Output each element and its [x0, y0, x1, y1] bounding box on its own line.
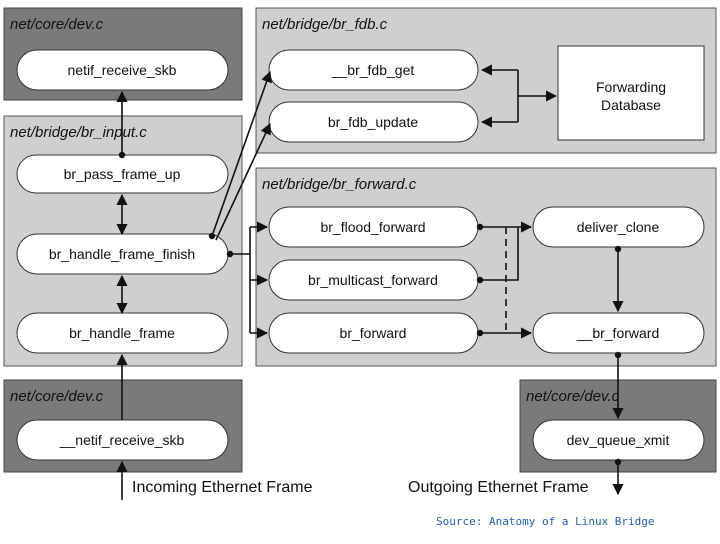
- node-br-handle-frame-finish: br_handle_frame_finish: [16, 233, 229, 275]
- container-title-br-input: net/bridge/br_input.c: [10, 124, 147, 141]
- node-label-br-pass-frame-up: br_pass_frame_up: [64, 166, 181, 182]
- node-label-br-fdb-get: __br_fdb_get: [331, 62, 415, 78]
- node-label-dev-queue-xmit: dev_queue_xmit: [567, 432, 670, 448]
- container-title-br-forward: net/bridge/br_forward.c: [262, 176, 417, 193]
- node-br-forward: br_forward: [268, 312, 479, 354]
- node-label-br-forward-internal: __br_forward: [576, 325, 660, 341]
- container-title-core-dev-bottom-right: net/core/dev.c: [526, 388, 620, 405]
- node-netif-receive-skb-internal: __netif_receive_skb: [16, 419, 229, 461]
- node-label-br-forward: br_forward: [340, 325, 407, 341]
- node-br-flood-forward: br_flood_forward: [268, 206, 479, 248]
- node-label-br-flood-forward: br_flood_forward: [320, 219, 425, 235]
- node-label-br-fdb-update: br_fdb_update: [328, 114, 419, 130]
- incoming-ethernet-frame-label: Incoming Ethernet Frame: [132, 479, 313, 496]
- node-br-pass-frame-up: br_pass_frame_up: [16, 154, 229, 194]
- forwarding-database-label-line2: Database: [601, 97, 661, 113]
- node-br-fdb-get: __br_fdb_get: [268, 49, 479, 91]
- node-label-netif-receive-skb: netif_receive_skb: [68, 62, 177, 78]
- node-label-deliver-clone: deliver_clone: [577, 219, 660, 235]
- node-label-netif-receive-skb-internal: __netif_receive_skb: [59, 432, 185, 448]
- outgoing-ethernet-frame-label: Outgoing Ethernet Frame: [408, 479, 589, 496]
- node-label-br-handle-frame: br_handle_frame: [69, 325, 175, 341]
- node-label-br-multicast-forward: br_multicast_forward: [308, 272, 438, 288]
- node-netif-receive-skb: netif_receive_skb: [16, 49, 229, 91]
- source-attribution: Source: Anatomy of a Linux Bridge: [436, 515, 655, 528]
- edge-multicast-forward-to-deliver-clone: [476, 227, 519, 284]
- forwarding-database-label-line1: Forwarding: [596, 79, 666, 95]
- node-br-forward-internal: __br_forward: [532, 312, 705, 354]
- container-title-core-dev-top: net/core/dev.c: [10, 16, 104, 33]
- node-br-handle-frame: br_handle_frame: [16, 312, 229, 354]
- forwarding-database-box: Forwarding Database: [557, 45, 705, 141]
- container-title-br-fdb: net/bridge/br_fdb.c: [262, 16, 388, 33]
- node-dev-queue-xmit: dev_queue_xmit: [532, 419, 705, 461]
- edge-finish-to-br-fdb-get: [208, 70, 272, 240]
- container-title-core-dev-bottom-left: net/core/dev.c: [10, 388, 104, 405]
- edge-finish-to-br-fdb-update: [215, 122, 271, 241]
- connectors: [116, 64, 624, 500]
- node-deliver-clone: deliver_clone: [532, 206, 705, 248]
- node-label-br-handle-frame-finish: br_handle_frame_finish: [49, 246, 195, 262]
- node-br-fdb-update: br_fdb_update: [268, 101, 479, 143]
- node-br-multicast-forward: br_multicast_forward: [268, 259, 479, 301]
